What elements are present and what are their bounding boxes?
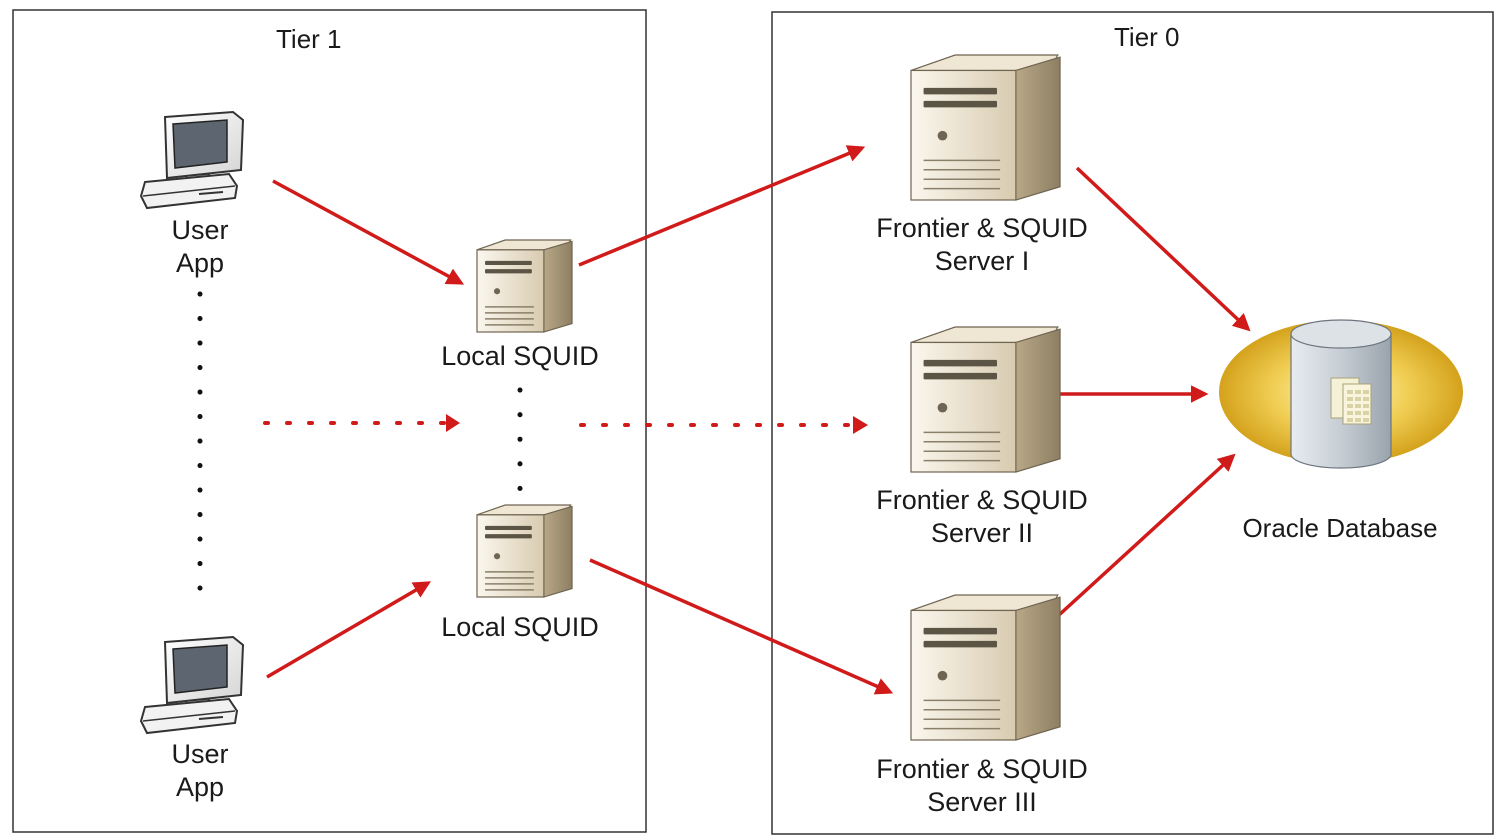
dotted-arrowhead-tier1 xyxy=(446,414,460,432)
arrow-squid2-to-server3 xyxy=(589,558,894,695)
user-app-label: User App xyxy=(150,214,250,280)
user-app-label-line1: User xyxy=(171,739,229,769)
user-app-label-line2: App xyxy=(175,772,225,802)
tier0-title: Tier 0 xyxy=(1114,22,1180,52)
database-label: Oracle Database xyxy=(1242,513,1438,543)
arrow-server1-to-db xyxy=(1075,166,1251,332)
frontier-server-label-line1: Frontier & SQUID xyxy=(876,213,1088,243)
frontier-server-label-line1: Frontier & SQUID xyxy=(876,754,1088,784)
user-app-computer-icon xyxy=(139,110,245,210)
arrow-squid1-to-server1 xyxy=(578,145,866,267)
frontier-server-label: Frontier & SQUID Server II xyxy=(842,484,1122,550)
local-squid-label: Local SQUID xyxy=(441,341,599,371)
user-app-label-line2: App xyxy=(175,248,225,278)
frontier-server-icon xyxy=(910,594,1061,741)
tier0-box xyxy=(771,11,1494,835)
frontier-server-label-line2: Server I xyxy=(934,246,1030,276)
frontier-server-label: Frontier & SQUID Server III xyxy=(842,753,1122,819)
arrow-server3-to-db xyxy=(1057,453,1236,617)
user-app-computer-icon xyxy=(139,635,245,735)
dotted-arrowhead-tier0 xyxy=(853,416,868,434)
local-squid-server-icon xyxy=(476,504,573,598)
frontier-server-label: Frontier & SQUID Server I xyxy=(842,212,1122,278)
user-app-label-line1: User xyxy=(171,215,229,245)
tier1-box xyxy=(12,9,647,833)
arrows xyxy=(266,145,1251,695)
frontier-server-icon xyxy=(910,326,1061,473)
local-squid-server-icon xyxy=(476,239,573,333)
dotted-arrows xyxy=(263,414,868,434)
user-app-label: User App xyxy=(150,738,250,804)
frontier-server-label-line2: Server III xyxy=(927,787,1037,817)
frontier-server-label-line2: Server II xyxy=(930,518,1034,548)
local-squid-label: Local SQUID xyxy=(441,612,599,642)
frontier-server-label-line1: Frontier & SQUID xyxy=(876,485,1088,515)
oracle-database-icon xyxy=(1219,319,1463,469)
arrow-userapp2-to-squid2 xyxy=(266,581,432,679)
frontier-server-icon xyxy=(910,54,1061,201)
arrow-userapp1-to-squid1 xyxy=(272,179,465,285)
tier1-title: Tier 1 xyxy=(276,24,342,54)
